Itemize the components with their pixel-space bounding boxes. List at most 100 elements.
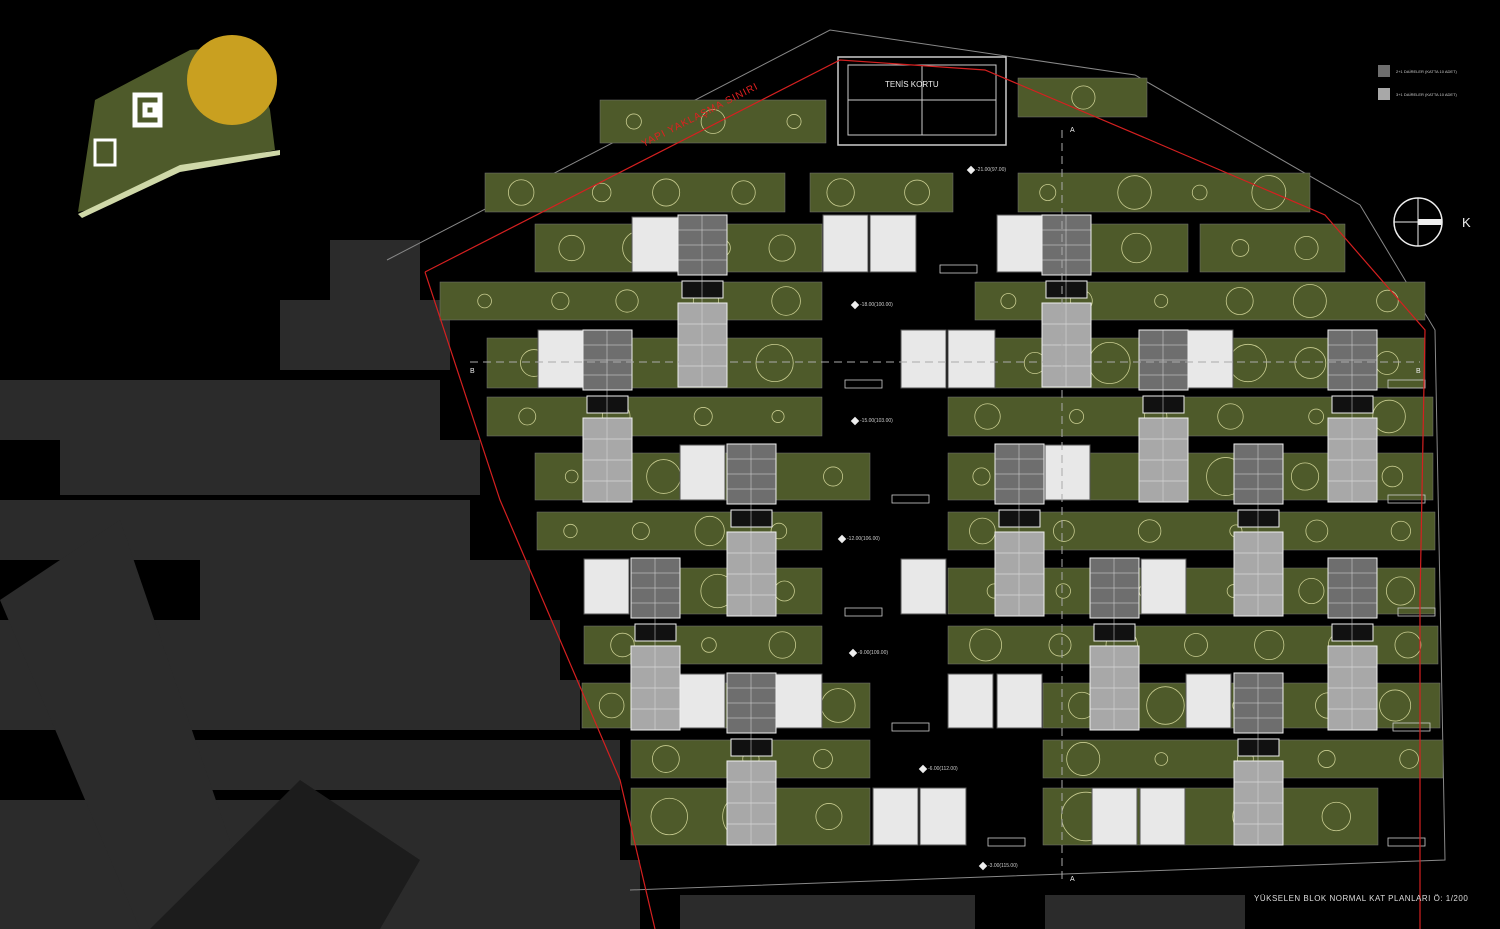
tree-icon [972,467,991,486]
section-a-top: A [1070,127,1075,134]
tree-icon [1379,689,1412,722]
white-block [900,558,947,615]
tree-icon [1381,465,1404,488]
stair-core [1237,509,1280,528]
north-label: K [1462,215,1471,230]
green-strip [809,172,954,213]
shadow-block [280,300,450,370]
shadow-block [0,500,470,560]
legend-item-2plus1: 2+1 DAİRELER (KATTA 10 ADET) [1378,65,1457,77]
tree-icon [755,343,794,383]
stairs [844,607,883,617]
site-outline [386,29,1446,891]
white-block [996,214,1043,273]
shadow-block [150,780,420,929]
tree-icon [1048,633,1072,657]
white-block [1044,444,1091,501]
stair-core [586,395,629,414]
tree-icon [598,692,625,719]
tree-icon [1146,686,1185,725]
tree-icon [823,466,844,487]
shadow-block [330,240,420,300]
level-icon [850,416,860,426]
white-block [869,214,917,273]
white-block [872,787,919,846]
tree-icon [592,182,612,203]
tree-icon [625,113,642,130]
tree-icon [1053,520,1075,542]
tree-icon [1055,583,1071,599]
level-marker: -12.00(106.00) [837,534,880,544]
tree-icon [1039,184,1057,201]
green-strip [583,625,823,665]
tree-icon [1372,399,1406,434]
white-block [679,673,726,729]
tree-icon [771,410,785,423]
stair-core [1237,738,1280,757]
tree-icon [1137,519,1162,543]
tree-icon [1390,520,1411,542]
shadow-block [1045,895,1245,929]
tree-icon [969,628,1003,662]
white-block [537,329,584,389]
tree-icon [815,803,843,830]
tree-icon [1231,239,1250,257]
tree-icon [693,407,713,426]
tree-icon [826,178,855,207]
green-strip [1199,223,1346,273]
tree-icon [1290,462,1320,491]
white-block [900,329,947,389]
tree-icon [1305,519,1329,543]
tree-icon [1117,175,1152,210]
tree-icon [563,523,578,539]
stairs [939,264,978,274]
stairs [1397,607,1436,617]
legend-swatch [1378,65,1390,77]
tree-icon [974,403,1001,430]
tree-icon [551,291,570,311]
tree-icon [700,109,726,134]
stairs [1392,722,1431,732]
building-setback-boundary [424,59,1426,929]
tennis-court [837,56,1007,146]
tree-icon [610,632,635,658]
tree-icon [507,179,535,206]
tree-icon [1069,409,1085,424]
white-block [1187,329,1234,389]
stairs [1387,494,1426,504]
green-strip [484,172,786,213]
level-icon [918,764,928,774]
tree-icon [1121,232,1152,264]
white-block [996,673,1043,729]
residential-towers [582,214,1378,846]
drawing-title: YÜKSELEN BLOK NORMAL KAT PLANLARI Ö: 1/2… [1254,894,1469,903]
tree-icon [904,179,930,206]
north-arrow [1393,197,1443,247]
section-b-right: B [1416,368,1421,375]
tree-icon [770,522,788,540]
surrounding-buildings [0,240,1245,929]
white-block [919,787,967,846]
level-marker: -18.00(100.00) [850,300,893,310]
shadow-block [0,520,260,929]
white-block [947,329,996,389]
tree-icon [768,234,796,262]
tree-icon [1184,633,1208,657]
green-strip [486,396,823,437]
flat-blocks [537,214,1436,847]
stair-core [998,509,1041,528]
tree-icon [518,407,537,426]
tree-icon [1298,578,1325,604]
stair-core [1045,280,1088,299]
tree-icon [1386,576,1416,606]
level-marker: -15.00(103.00) [850,416,893,426]
site-location-thumbnail [78,35,280,218]
stair-core [730,738,773,757]
tree-icon [1399,749,1419,769]
shadow-block [0,380,440,440]
level-icon [850,300,860,310]
stair-core [634,623,677,642]
white-block [679,444,726,501]
stair-core [1331,395,1374,414]
